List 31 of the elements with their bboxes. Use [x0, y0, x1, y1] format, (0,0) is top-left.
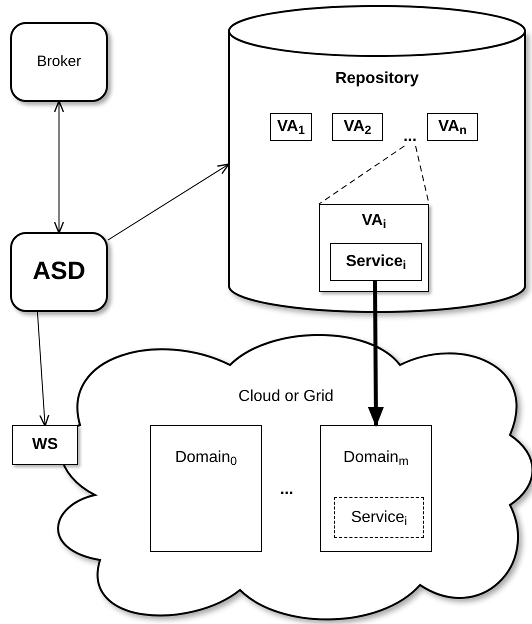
node-label: VA$_{n}$	[438, 117, 467, 137]
arrow	[36, 312, 50, 427]
node-label: Domain$_{m}$	[343, 448, 409, 468]
node-label: Broker	[36, 52, 82, 72]
dashed-box	[334, 497, 424, 538]
node-label: VA$_{i}$	[362, 211, 386, 231]
arrow	[54, 100, 64, 234]
rounded-box	[10, 22, 108, 102]
process-box	[330, 243, 422, 281]
node-label: WS	[32, 435, 58, 455]
arrow	[108, 163, 230, 240]
process-box	[12, 425, 78, 465]
node-label: Service$_{i}$	[350, 508, 408, 528]
process-box	[150, 425, 262, 552]
ellipsis-text: ...	[280, 480, 294, 500]
node-label: VA$_{1}$	[277, 117, 305, 137]
node-label: ASD	[32, 256, 86, 288]
process-box	[319, 204, 429, 292]
node-label: ...	[403, 127, 417, 147]
process-box	[320, 425, 432, 552]
node-label: Domain$_{0}$	[175, 448, 237, 468]
container-title: Cloud or Grid	[238, 387, 334, 407]
process-box	[427, 113, 478, 141]
connector-line	[318, 146, 405, 204]
rounded-box	[10, 232, 108, 312]
container-title: Repository	[335, 69, 419, 89]
node-label: Service$_{i}$	[346, 252, 406, 272]
process-box	[332, 113, 383, 141]
process-box	[270, 113, 312, 141]
node-label: VA$_{2}$	[344, 117, 372, 137]
arrow	[368, 280, 384, 427]
